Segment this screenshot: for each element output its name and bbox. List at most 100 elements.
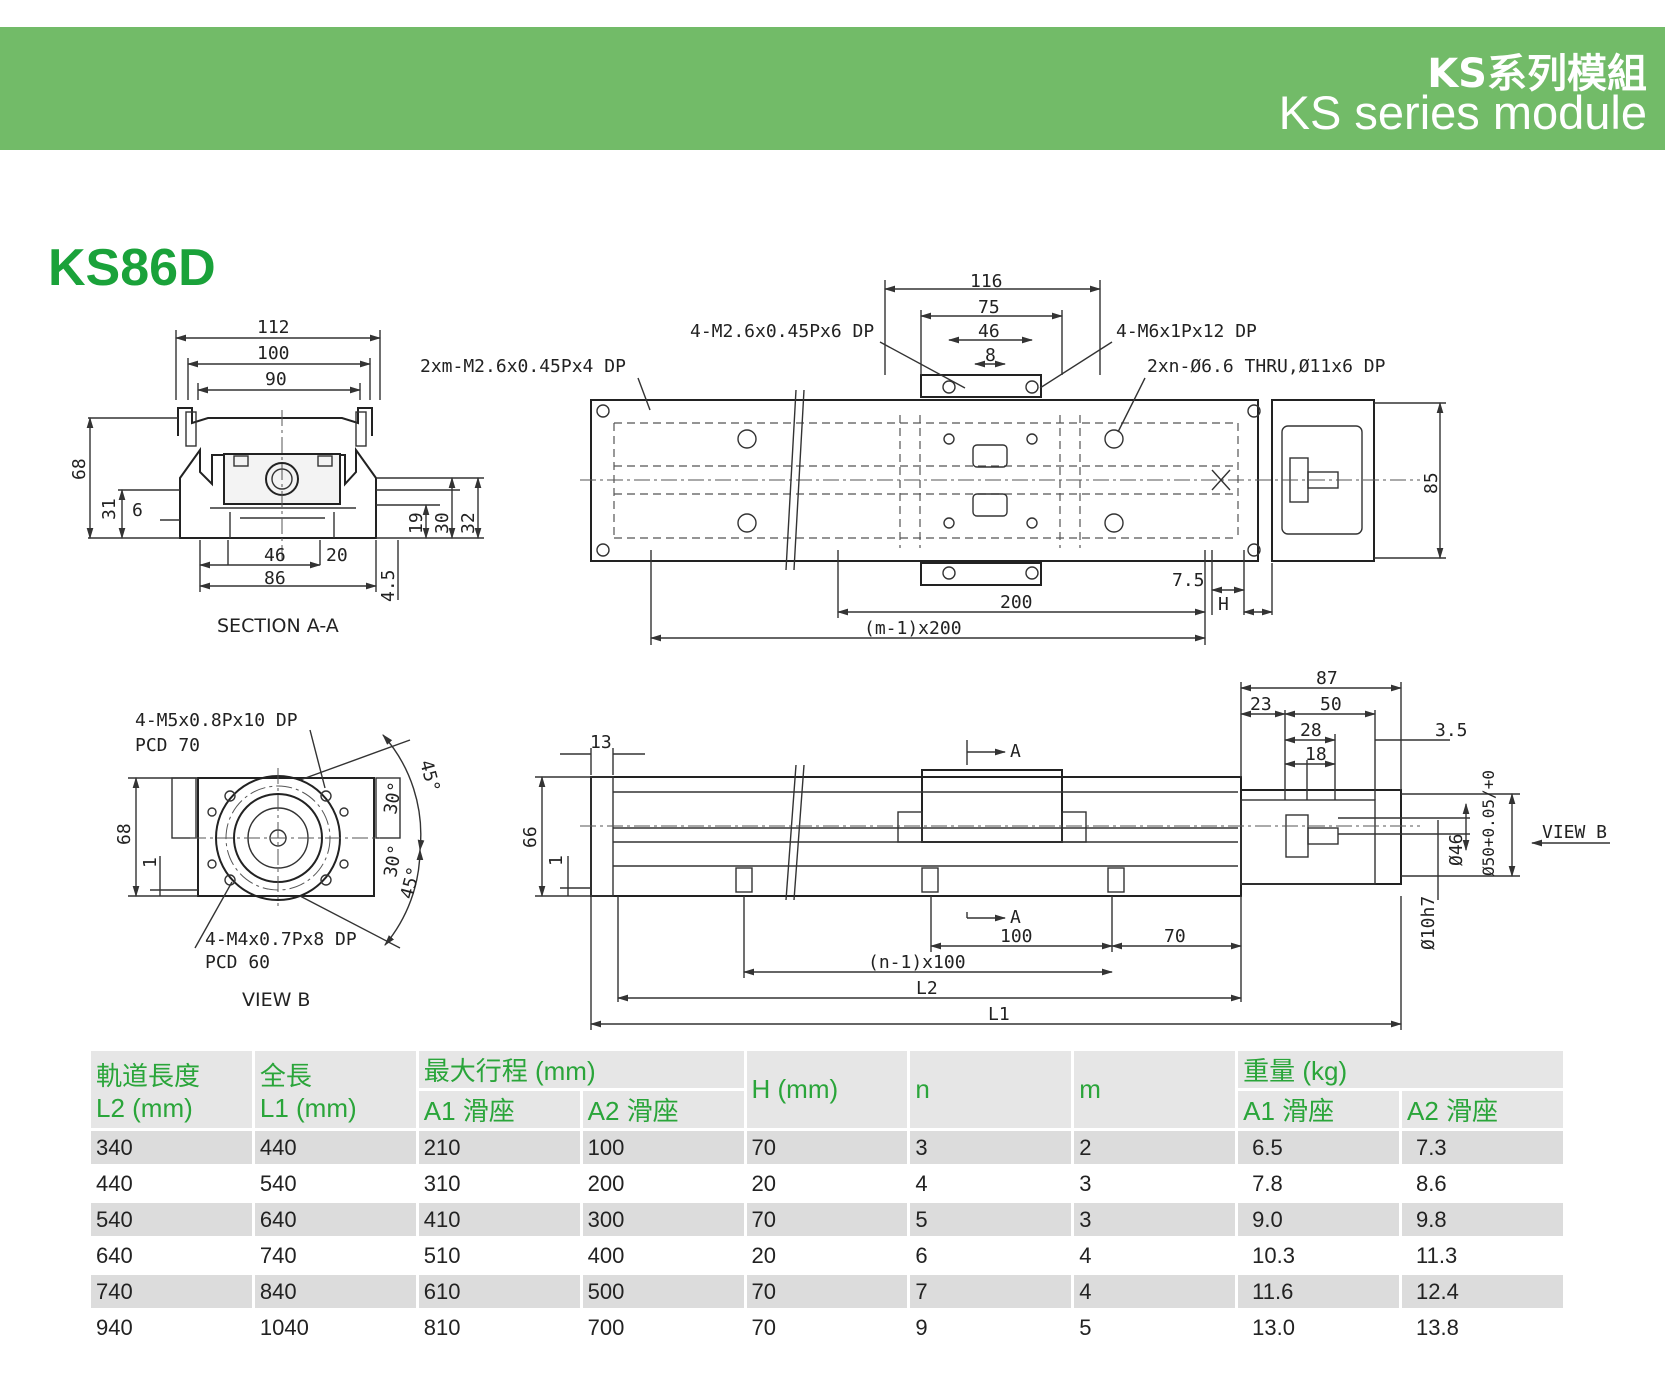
dim-32: 32 — [458, 512, 479, 534]
table-cell: 9 — [910, 1311, 1072, 1344]
banner-title-en: KS series module — [1278, 86, 1647, 139]
table-cell: 500 — [582, 1275, 744, 1308]
dim-31: 31 — [99, 498, 120, 520]
table-cell: 540 — [91, 1203, 252, 1236]
dim-13: 13 — [590, 732, 612, 753]
dim-6: 6 — [132, 500, 143, 521]
callout-m5: 4-M5x0.8Px10 DP — [135, 710, 298, 731]
section-mark-a-top: A — [1010, 741, 1021, 762]
header-stroke-a2: A2 滑座 — [582, 1091, 744, 1128]
table-cell: 11.6 — [1238, 1275, 1399, 1308]
table-cell: 13.8 — [1402, 1311, 1563, 1344]
dim-75: 75 — [978, 297, 1000, 318]
dim-h: H — [1218, 594, 1229, 615]
dim-d50: Ø50+0.05/+0 — [1479, 770, 1498, 876]
table-cell: 7.3 — [1402, 1131, 1563, 1164]
side-view: A A 13 66 1 87 23 50 28 18 3.5 Ø46 Ø50+0… — [520, 668, 1610, 1030]
header-total-unit: L1 (mm) — [259, 1092, 357, 1123]
table-cell: 7 — [910, 1275, 1072, 1308]
dim-200: 200 — [1000, 592, 1033, 613]
callout-thru: 2xn-Ø6.6 THRU,Ø11x6 DP — [1147, 356, 1386, 377]
table-cell: 840 — [254, 1275, 416, 1308]
table-cell: 1040 — [254, 1311, 416, 1344]
angle-45-top: 45° — [415, 758, 444, 795]
callout-m26-4dp: 2xm-M2.6x0.45Px4 DP — [420, 356, 626, 377]
table-cell: 100 — [582, 1131, 744, 1164]
header-stroke: 最大行程 (mm) — [418, 1051, 744, 1088]
dim-23: 23 — [1250, 694, 1272, 715]
table-cell: 4 — [1074, 1239, 1236, 1272]
dim-n-1x100: (n-1)x100 — [868, 952, 966, 973]
table-cell: 70 — [746, 1311, 908, 1344]
table-cell: 300 — [582, 1203, 744, 1236]
dim-3-5: 3.5 — [1435, 720, 1468, 741]
dim-87: 87 — [1316, 668, 1338, 689]
table-cell: 10.3 — [1238, 1239, 1399, 1272]
header-stroke-a1: A1 滑座 — [418, 1091, 580, 1128]
table-cell: 740 — [254, 1239, 416, 1272]
table-cell: 13.0 — [1238, 1311, 1399, 1344]
dim-l1: L1 — [988, 1004, 1010, 1025]
angle-30-top: 30° — [380, 780, 406, 816]
banner-title-zh: KS系列模組 — [1427, 51, 1647, 97]
table-cell: 210 — [418, 1131, 580, 1164]
dim-28: 28 — [1300, 720, 1322, 741]
table-cell: 20 — [746, 1167, 908, 1200]
header-weight-a1: A1 滑座 — [1238, 1091, 1399, 1128]
dim-1-view-b: 1 — [140, 857, 161, 868]
header-banner: KS系列模組 KS series module — [0, 27, 1665, 150]
dim-46: 46 — [264, 545, 286, 566]
dim-86: 86 — [264, 568, 286, 589]
dim-116: 116 — [970, 271, 1003, 292]
table-cell: 700 — [582, 1311, 744, 1344]
table-cell: 11.3 — [1402, 1239, 1563, 1272]
table-cell: 340 — [91, 1131, 252, 1164]
dim-18: 18 — [1305, 744, 1327, 765]
header-total: 全長 L1 (mm) — [254, 1051, 416, 1128]
table-cell: 70 — [746, 1275, 908, 1308]
section-mark-a-bottom: A — [1010, 907, 1021, 928]
table-cell: 310 — [418, 1167, 580, 1200]
dim-50: 50 — [1320, 694, 1342, 715]
dim-30: 30 — [432, 512, 453, 534]
header-h: H (mm) — [746, 1051, 908, 1128]
pcd-70: PCD 70 — [135, 735, 200, 756]
dim-66: 66 — [520, 826, 541, 848]
header-m: m — [1074, 1051, 1236, 1128]
dim-46-top: 46 — [978, 321, 1000, 342]
header-weight-a2: A2 滑座 — [1402, 1091, 1563, 1128]
spec-table: 軌道長度 L2 (mm) 全長 L1 (mm) 最大行程 (mm) H (mm)… — [88, 1048, 1566, 1347]
table-cell: 3 — [1074, 1167, 1236, 1200]
dim-85: 85 — [1421, 472, 1442, 494]
dim-7-5: 7.5 — [1172, 570, 1205, 591]
table-cell: 8.6 — [1402, 1167, 1563, 1200]
dim-90: 90 — [265, 369, 287, 390]
table-cell: 3 — [910, 1131, 1072, 1164]
header-weight: 重量 (kg) — [1238, 1051, 1563, 1088]
dim-8: 8 — [985, 345, 996, 366]
table-cell: 12.4 — [1402, 1275, 1563, 1308]
pcd-60: PCD 60 — [205, 952, 270, 973]
dim-68-view-b: 68 — [114, 823, 135, 845]
table-cell: 5 — [1074, 1311, 1236, 1344]
table-cell: 610 — [418, 1275, 580, 1308]
dim-20: 20 — [326, 545, 348, 566]
dim-d10h7: Ø10h7 — [1418, 896, 1439, 950]
table-cell: 410 — [418, 1203, 580, 1236]
table-cell: 9.8 — [1402, 1203, 1563, 1236]
dim-m-1x200: (m-1)x200 — [864, 618, 962, 639]
dim-112: 112 — [257, 317, 290, 338]
table-cell: 640 — [91, 1239, 252, 1272]
dim-70-side: 70 — [1164, 926, 1186, 947]
callout-m6: 4-M6x1Px12 DP — [1116, 321, 1257, 342]
dim-100: 100 — [257, 343, 290, 364]
table-cell: 6 — [910, 1239, 1072, 1272]
section-aa-caption: SECTION A-A — [217, 615, 339, 637]
table-cell: 6.5 — [1238, 1131, 1399, 1164]
header-n: n — [910, 1051, 1072, 1128]
table-cell: 2 — [1074, 1131, 1236, 1164]
